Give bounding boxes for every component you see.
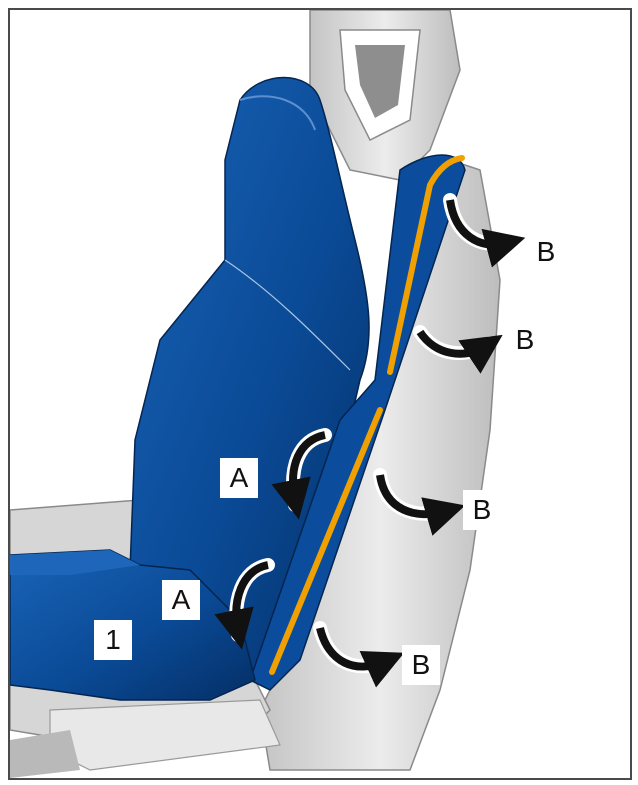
seat-illustration bbox=[10, 10, 526, 778]
label-a-upper: A bbox=[220, 458, 258, 498]
arrow-a-upper bbox=[271, 431, 327, 520]
arrows-a bbox=[214, 428, 332, 650]
label-b-4: B bbox=[402, 645, 440, 685]
arrows-b bbox=[313, 193, 526, 688]
label-b-3: B bbox=[463, 490, 501, 530]
backrest-bolster bbox=[249, 154, 466, 691]
label-b-2: B bbox=[506, 320, 544, 360]
arrow-b-1 bbox=[446, 199, 526, 268]
headrest-bracket bbox=[309, 10, 461, 181]
arrow-b-2 bbox=[416, 329, 503, 374]
arrow-a-lower bbox=[214, 561, 270, 650]
label-a-lower: A bbox=[162, 580, 200, 620]
arrow-b-3 bbox=[376, 474, 466, 536]
arrow-b-4 bbox=[316, 626, 405, 688]
part-number-label: 1 bbox=[94, 620, 132, 660]
upper-clip-line bbox=[387, 155, 465, 375]
lower-clip-line bbox=[269, 407, 383, 675]
seat-diagram: B B B B A A 1 bbox=[8, 8, 632, 780]
trim-clip-lines bbox=[269, 155, 465, 675]
label-b-1: B bbox=[527, 232, 565, 272]
